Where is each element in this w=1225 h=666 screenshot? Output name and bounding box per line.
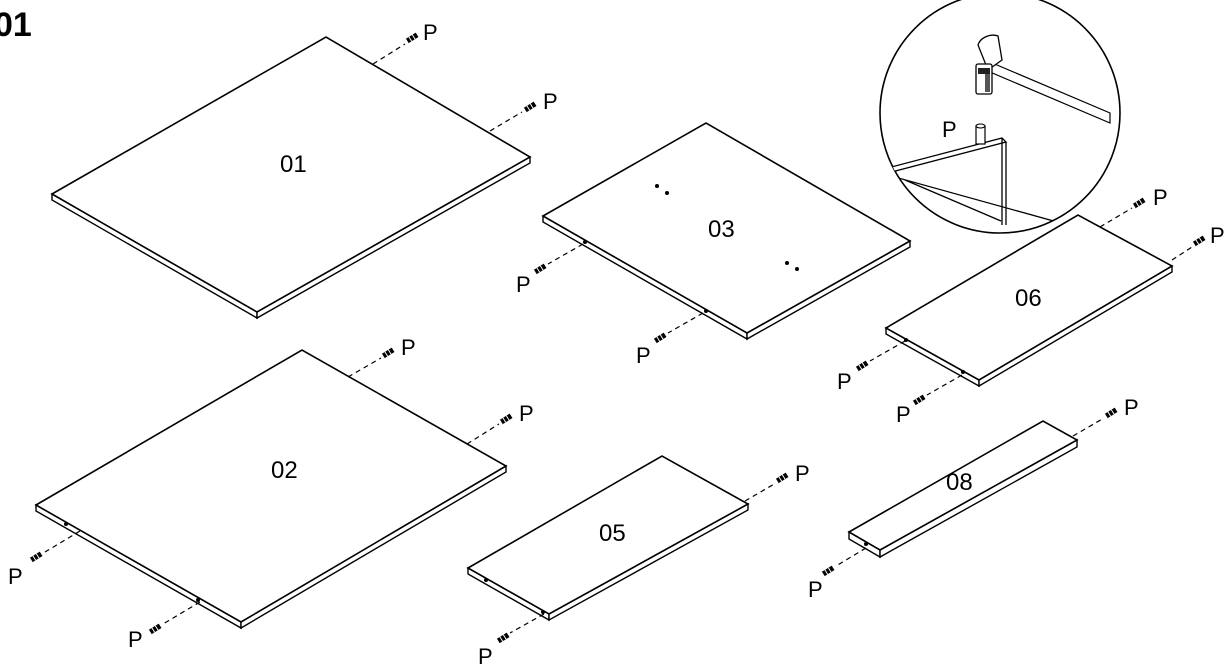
step-number: 01: [0, 6, 32, 44]
pin-label: P: [423, 20, 438, 45]
pin-label: P: [795, 461, 810, 486]
hammer-icon: [975, 34, 1003, 95]
panel-01-label: 01: [280, 151, 307, 178]
pin-label: P: [128, 627, 143, 652]
pin-label: P: [8, 564, 23, 589]
panel-05-label: 05: [599, 520, 626, 547]
dowel-icon: [975, 125, 986, 145]
dowel-pins: [29, 32, 1206, 644]
pin-label: P: [896, 402, 911, 427]
panel-01: 01: [50, 36, 532, 320]
pin-label: P: [401, 335, 416, 360]
pin-label: P: [837, 369, 852, 394]
pin-label: P: [478, 644, 493, 666]
pin-label: P: [516, 272, 531, 297]
pin-label: P: [1153, 185, 1168, 210]
pin-label: P: [1124, 395, 1139, 420]
pin-label: P: [1210, 223, 1225, 248]
panel-02: 02: [34, 349, 508, 630]
pin-label: P: [519, 401, 534, 426]
panel-06: 06: [884, 214, 1174, 388]
panel-03: 03: [541, 122, 912, 341]
pin-labels: P P P P P P P P P P P P P P P P: [8, 20, 1225, 666]
pin-label: P: [543, 89, 558, 114]
panel-08: 08: [847, 420, 1079, 559]
pin-label: P: [808, 577, 823, 602]
panel-05: 05: [466, 455, 750, 622]
pin-label: P: [636, 343, 651, 368]
panel-08-label: 08: [946, 469, 973, 496]
panel-06-label: 06: [1015, 285, 1042, 312]
detail-callout: P: [879, 0, 1121, 234]
detail-pin-label: P: [942, 117, 957, 142]
panel-03-label: 03: [708, 216, 735, 243]
panel-02-label: 02: [271, 457, 298, 484]
